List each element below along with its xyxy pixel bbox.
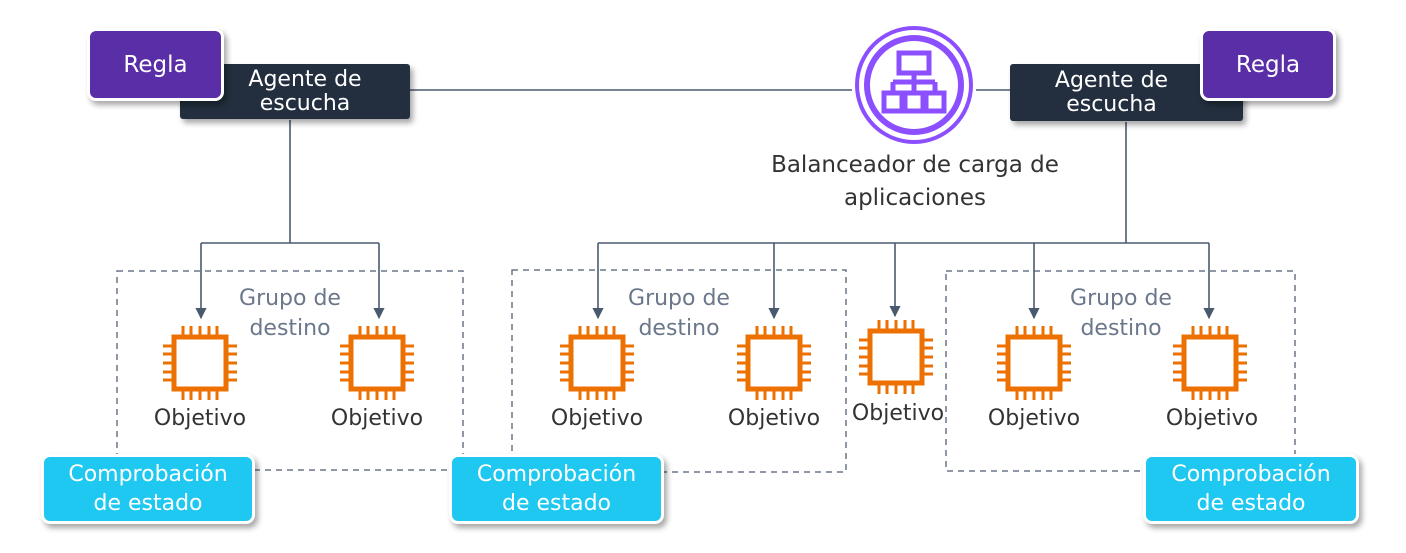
load-balancer-label: Balanceador de carga de aplicaciones	[771, 152, 1059, 211]
health-check-1: Comprobación de estado	[41, 454, 255, 524]
target-label: Objetivo	[987, 406, 1081, 431]
instance-icon	[163, 326, 237, 400]
health-check-3: Comprobación de estado	[1143, 454, 1359, 524]
target-group-1-label: Grupo de destino	[239, 286, 341, 341]
listener-right-label: Agente de escucha	[1054, 67, 1169, 117]
target-group-2-border	[511, 269, 847, 473]
target-label: Objetivo	[550, 406, 644, 431]
target-label: Objetivo	[153, 406, 247, 431]
rule-right: Regla	[1200, 28, 1336, 101]
standalone-target-label: Objetivo	[851, 401, 945, 426]
target-label: Objetivo	[1165, 406, 1259, 431]
rule-left: Regla	[87, 28, 224, 101]
health-check-3-label: Comprobación de estado	[1171, 462, 1331, 516]
application-load-balancer-icon	[855, 26, 973, 144]
instance-icon	[997, 326, 1071, 400]
instance-icon	[737, 326, 811, 400]
target-label: Objetivo	[330, 406, 424, 431]
instance-icon	[1173, 326, 1247, 400]
listener-left-label: Agente de escucha	[248, 66, 362, 116]
target-group-1-border	[116, 270, 464, 471]
health-check-1-label: Comprobación de estado	[68, 462, 228, 516]
target-group-3-label: Grupo de destino	[1070, 286, 1172, 341]
target-label: Objetivo	[727, 406, 821, 431]
health-check-2-label: Comprobación de estado	[476, 462, 637, 516]
health-check-2: Comprobación de estado	[449, 454, 664, 524]
connectors	[195, 89, 1215, 320]
rule-right-label: Regla	[1235, 51, 1301, 78]
instance-icon	[340, 326, 414, 400]
rule-left-label: Regla	[123, 51, 188, 78]
instance-icon	[859, 320, 933, 394]
target-group-2-label: Grupo de destino	[628, 286, 730, 341]
